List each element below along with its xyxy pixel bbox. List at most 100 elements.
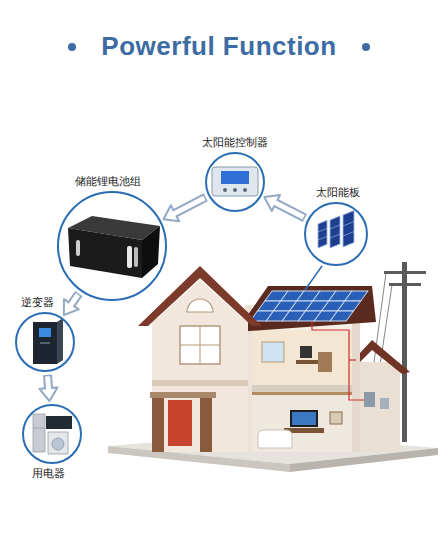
controller-icon <box>221 171 249 184</box>
battery-icon <box>76 240 80 256</box>
utility-pole <box>402 262 407 442</box>
house-interior <box>352 318 360 452</box>
power-wiring <box>312 322 364 400</box>
solar-panel-icon <box>330 234 340 238</box>
component-label: 用电器 <box>32 467 65 480</box>
solar-panel-icon <box>343 222 354 226</box>
flow-arrow <box>163 197 205 221</box>
solar-roof <box>345 291 368 301</box>
component-label: 太阳能控制器 <box>202 136 268 149</box>
house-interior <box>290 410 318 427</box>
circle-fill <box>58 192 166 300</box>
circle-fill <box>305 203 367 265</box>
flow-arrow <box>40 375 58 401</box>
solar-panel-icon <box>330 216 340 248</box>
house-left-wing <box>156 280 244 320</box>
component-circle: 逆变器 <box>15 312 75 372</box>
solar-roof <box>337 301 360 311</box>
component-label: 逆变器 <box>21 296 54 309</box>
solar-roof <box>250 291 368 321</box>
house-interior <box>245 385 360 394</box>
solar-panel-icon <box>343 211 354 247</box>
controller-icon <box>243 188 247 192</box>
appliance-icon <box>33 414 72 454</box>
house-left-wing <box>187 299 213 312</box>
house-left-wing <box>138 266 262 452</box>
component-circle: 用电器 <box>22 404 82 464</box>
solar-panel-icon <box>343 211 354 247</box>
power-wiring <box>349 359 356 360</box>
battery-icon <box>127 246 132 268</box>
leader-line <box>305 266 322 290</box>
house-left-wing <box>152 380 248 386</box>
controller-icon <box>212 167 258 196</box>
battery-icon <box>68 228 142 278</box>
component-circle: 储能锂电池组 <box>57 191 167 301</box>
house-interior <box>330 412 342 424</box>
solar-panel-icon <box>330 225 340 229</box>
battery-icon <box>142 226 160 278</box>
house-annex <box>364 392 375 407</box>
solar-panel-icon <box>318 236 327 240</box>
appliance-icon <box>48 432 68 454</box>
page-title: Powerful Function <box>0 31 438 61</box>
house-interior <box>262 342 284 362</box>
circle-fill <box>206 153 264 211</box>
house-left-wing <box>200 396 212 452</box>
solar-roof <box>330 311 353 321</box>
arrow-shaft-inner <box>48 376 49 390</box>
house-interior <box>245 392 360 395</box>
inverter-icon <box>57 318 63 364</box>
house-annex <box>380 398 389 409</box>
house-interior <box>300 346 312 358</box>
circle-fill <box>23 405 81 463</box>
controller-icon <box>212 167 258 196</box>
component-circle: 太阳能板 <box>304 202 368 266</box>
house-interior <box>245 310 360 452</box>
house-left-wing <box>152 318 248 452</box>
controller-icon <box>223 188 227 192</box>
battery-icon <box>134 247 138 267</box>
arrow-shaft-inner <box>173 198 204 214</box>
power-wiring <box>312 322 364 400</box>
appliance-icon <box>33 414 45 452</box>
circle-fill <box>16 313 74 371</box>
house-interior <box>252 330 352 385</box>
utility-pole <box>384 271 426 274</box>
inverter-icon <box>39 328 51 337</box>
house-interior <box>252 395 352 452</box>
flow-arrow <box>264 195 305 218</box>
appliance-icon <box>46 416 72 429</box>
house-interior <box>318 352 332 372</box>
circle-fill <box>16 153 367 463</box>
title-dot <box>362 43 370 51</box>
house-interior <box>292 412 316 425</box>
inverter-icon <box>33 322 57 364</box>
inverter-icon <box>40 342 50 344</box>
house-left-wing <box>168 400 192 446</box>
controller-icon <box>233 188 237 192</box>
title-dot <box>68 43 76 51</box>
solar-panel-icon <box>318 211 354 248</box>
solar-panel-icon <box>318 220 327 248</box>
house-left-wing <box>180 345 220 346</box>
component-label: 太阳能板 <box>316 186 360 199</box>
flow-arrow <box>64 294 79 315</box>
house-interior <box>258 430 292 448</box>
battery-icon <box>68 216 160 278</box>
house-left-wing <box>150 392 216 398</box>
solar-panel-icon <box>330 216 340 248</box>
component-label: 储能锂电池组 <box>75 175 141 188</box>
house-left-wing <box>180 326 220 364</box>
solar-panel-icon <box>318 228 327 232</box>
leader-line <box>305 266 322 290</box>
appliance-icon <box>33 428 45 429</box>
appliance-icon <box>52 438 64 450</box>
house-annex <box>356 362 400 452</box>
utility-pole <box>389 283 421 286</box>
solar-panel-icon <box>318 220 327 248</box>
component-circle: 太阳能控制器 <box>205 152 265 212</box>
